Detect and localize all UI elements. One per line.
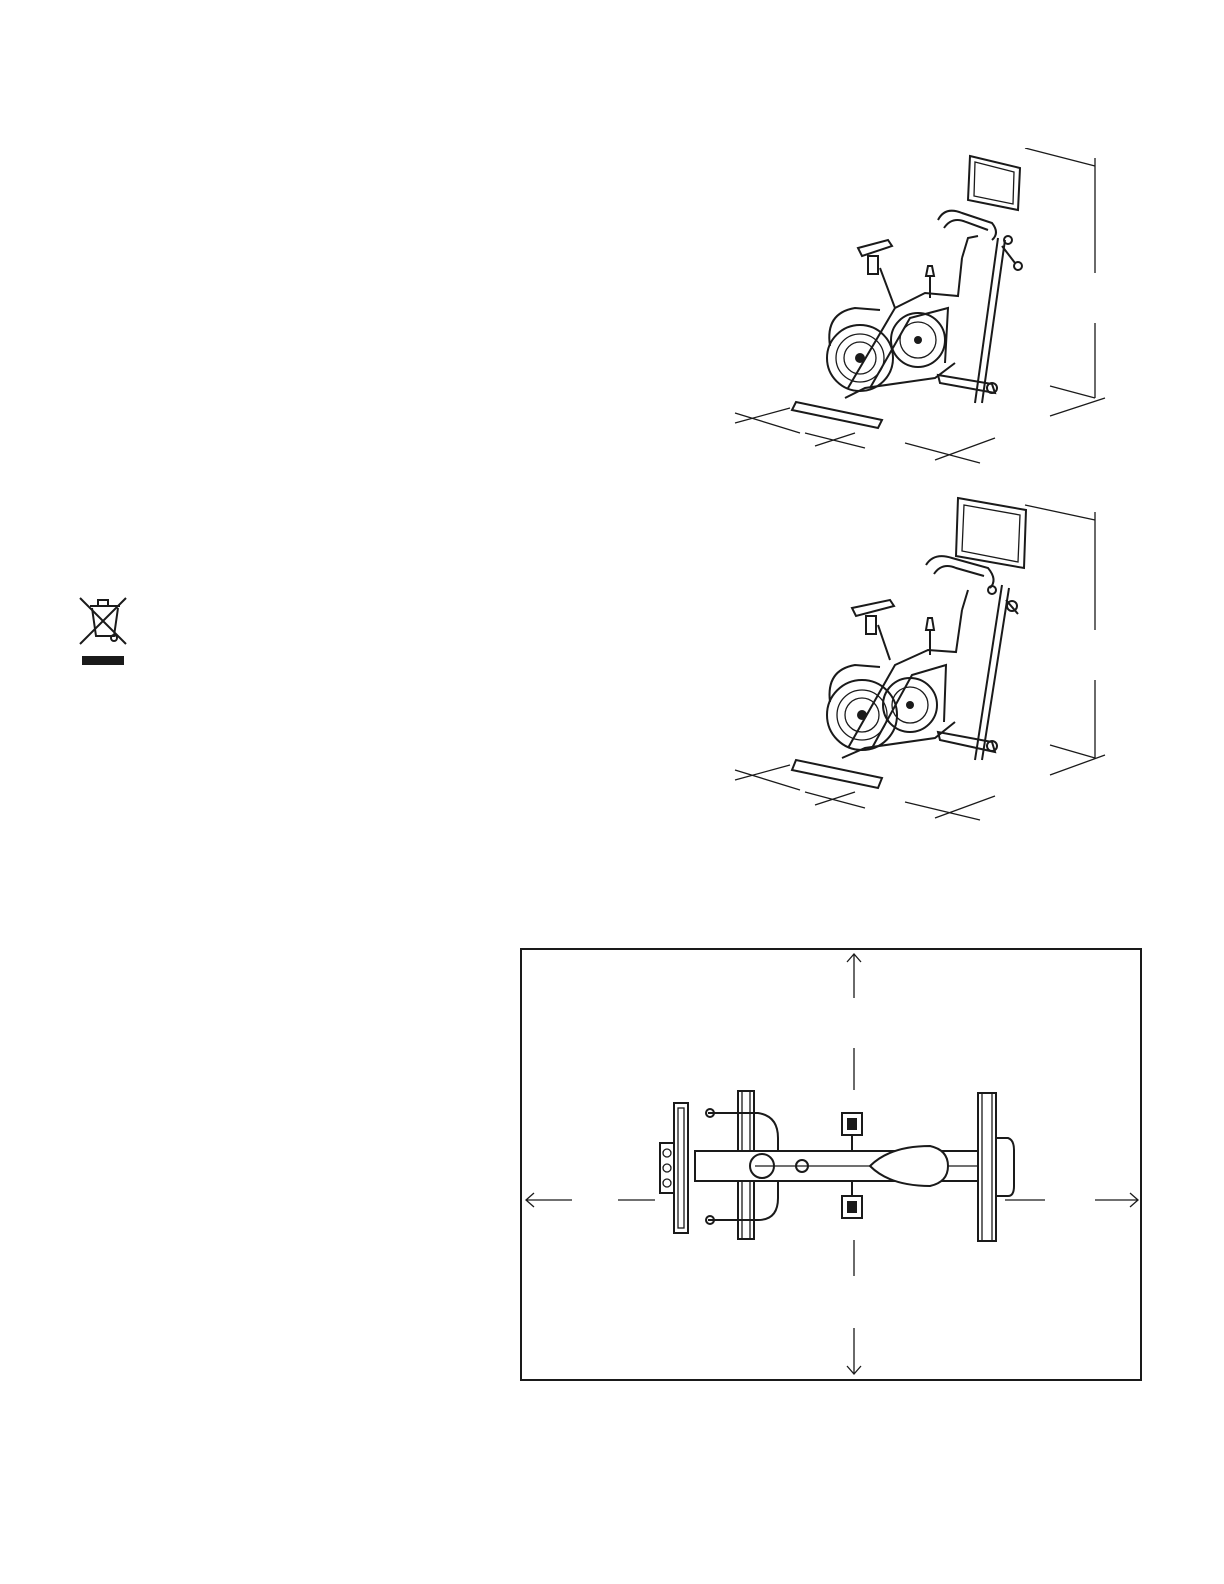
exercise-bike-isometric-icon [730, 490, 1115, 825]
bike-top-view-figure [520, 948, 1144, 1384]
crossed-out-wheelie-bin-icon [76, 594, 130, 666]
exercise-bike-isometric-icon [730, 148, 1115, 468]
exercise-bike-top-view-icon [520, 948, 1144, 1384]
weee-symbol [76, 594, 130, 666]
bike-isometric-figure-bottom [730, 490, 1115, 825]
bike-isometric-figure-top [730, 148, 1115, 468]
